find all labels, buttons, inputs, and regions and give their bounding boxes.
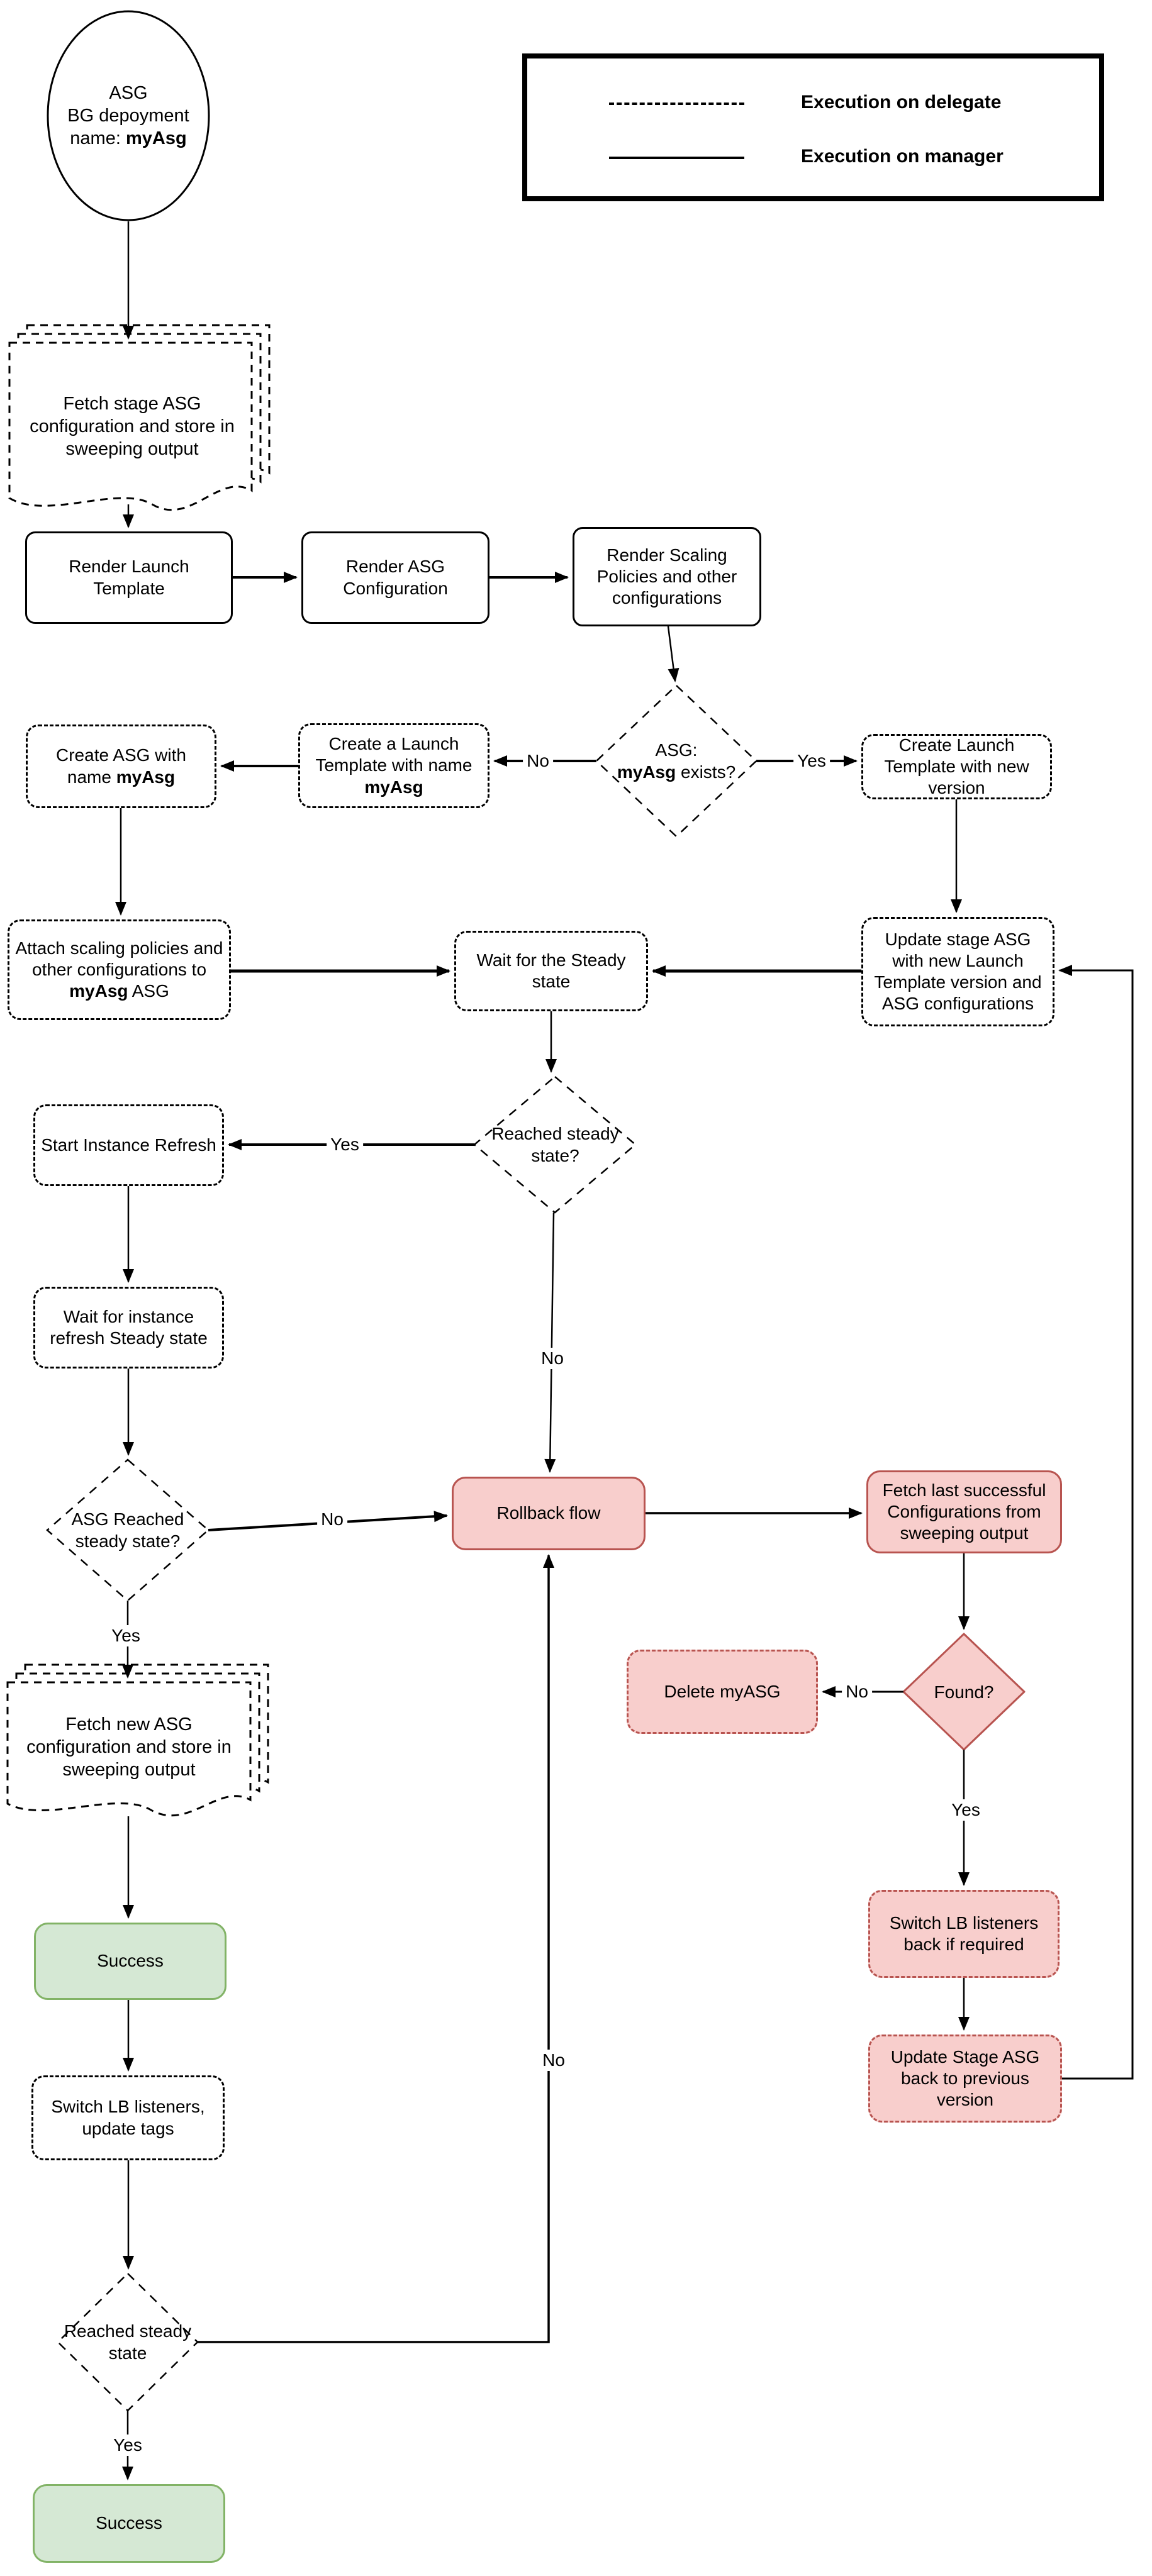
fetch-stage-doc-label: Fetch stage ASG configuration and store … <box>30 393 235 460</box>
reached-steady-bottom-diamond-label: Reached steady state <box>64 2321 192 2363</box>
start-node-label: ASG BG depoyment name: myAsg <box>67 82 189 149</box>
fetch-stage-document-shape <box>8 324 271 511</box>
edge-label-reached-no: No <box>537 1348 568 1369</box>
found-diamond-label: Found? <box>934 1682 994 1702</box>
legend-delegate-label: Execution on delegate <box>801 92 1002 113</box>
fetch-new-doc-label: Fetch new ASG configuration and store in… <box>26 1714 232 1780</box>
attach-scaling-policies-node: Attach scaling policies and other config… <box>8 919 231 1020</box>
render-launch-template-node: Render Launch Template <box>25 531 233 624</box>
update-stage-asg-node: Update stage ASG with new Launch Templat… <box>861 917 1054 1026</box>
edge-label-reached-yes: Yes <box>327 1134 363 1155</box>
success-node-2: Success <box>33 2484 225 2563</box>
edge-bottom-no-to-rollback <box>198 1554 554 2343</box>
switch-lb-back-node: Switch LB listeners back if required <box>868 1890 1060 1978</box>
edge-label-found-no: No <box>842 1681 872 1702</box>
fetch-new-document-shape <box>6 1663 269 1817</box>
reached-steady-diamond-label: Reached steady state? <box>491 1124 619 1165</box>
legend-solid-line-sample <box>609 157 744 159</box>
fetch-last-successful-node: Fetch last successful Configurations fro… <box>866 1470 1062 1553</box>
start-instance-refresh-node: Start Instance Refresh <box>33 1104 224 1186</box>
legend-box: Execution on delegate Execution on manag… <box>522 53 1104 201</box>
edge-render-scaling-to-exists <box>667 626 679 682</box>
success-node-1: Success <box>34 1923 226 2000</box>
render-asg-configuration-node: Render ASG Configuration <box>301 531 489 624</box>
render-scaling-policies-node: Render Scaling Policies and other config… <box>573 527 761 626</box>
reached-steady-diamond <box>473 1075 637 1214</box>
edge-loop-update-back <box>1058 965 1134 2080</box>
create-launch-template-new-node: Create Launch Template with new version <box>861 734 1052 799</box>
rollback-flow-node: Rollback flow <box>452 1477 646 1550</box>
start-ellipse <box>47 10 210 221</box>
legend-manager-label: Execution on manager <box>801 146 1004 167</box>
edge-label-asg-reached-no: No <box>317 1509 347 1530</box>
asg-exists-diamond <box>595 684 758 838</box>
legend-dashed-line-sample <box>609 103 744 105</box>
wait-steady-node: Wait for the Steady state <box>454 931 648 1011</box>
asg-reached-steady-diamond <box>46 1458 210 1602</box>
edge-label-asg-reached-yes: Yes <box>108 1625 144 1646</box>
edge-label-bottom-no: No <box>539 2050 569 2071</box>
update-stage-back-node: Update Stage ASG back to previous versio… <box>868 2035 1062 2123</box>
delete-myasg-node: Delete myASG <box>627 1650 818 1734</box>
edge-label-exists-yes: Yes <box>793 750 830 772</box>
edge-label-exists-no: No <box>523 750 553 772</box>
create-launch-template-node: Create a Launch Template with name myAsg <box>298 723 489 808</box>
edge-label-bottom-yes: Yes <box>109 2434 146 2456</box>
create-asg-node: Create ASG with name myAsg <box>26 724 216 808</box>
edge-label-found-yes: Yes <box>948 1799 984 1821</box>
wait-instance-refresh-node: Wait for instance refresh Steady state <box>33 1287 224 1368</box>
asg-exists-diamond-label: ASG: myAsg exists? <box>617 740 736 782</box>
asg-reached-steady-diamond-label: ASG Reached steady state? <box>71 1509 184 1551</box>
switch-lb-tags-node: Switch LB listeners, update tags <box>31 2075 225 2160</box>
edge-reached-no <box>544 1212 556 1473</box>
